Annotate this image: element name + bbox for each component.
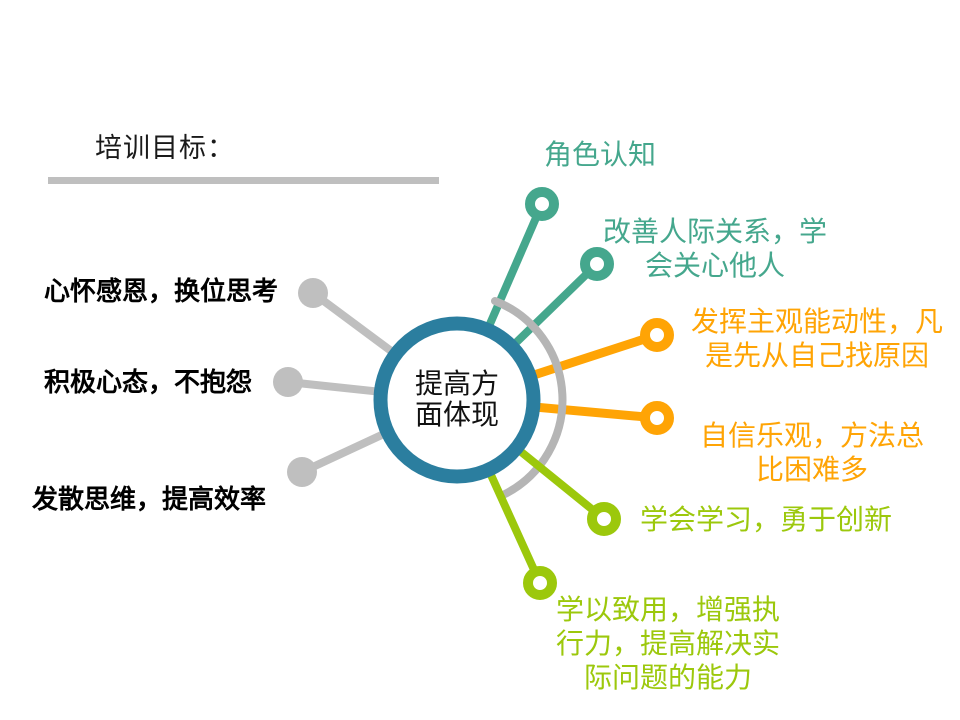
left-label-divergent-thinking: 发散思维，提高效率 — [32, 484, 267, 514]
right-label-learning-innovation: 学会学习，勇于创新 — [640, 505, 893, 536]
endpoint-teal-2 — [580, 247, 614, 281]
decor-arc — [491, 297, 567, 498]
endpoint-teal-1 — [525, 187, 559, 221]
right-label-application: 学以致用，增强执 行力，提高解决实 际问题的能力 — [555, 595, 780, 694]
endpoint-green-2 — [523, 566, 557, 600]
right-label-initiative: 发挥主观能动性，凡 是先从自己找原因 — [690, 307, 943, 372]
right-label-optimism: 自信乐观，方法总 比困难多 — [699, 421, 924, 486]
endpoint-green-1 — [587, 502, 621, 536]
endpoint-gray-2 — [273, 367, 303, 397]
endpoint-gray-1 — [298, 278, 328, 308]
endpoint-orange-1 — [640, 318, 674, 352]
center-hub-label: 提高方 面体现 — [414, 368, 499, 430]
right-label-relationships: 改善人际关系，学 会关心他人 — [602, 217, 827, 282]
left-label-positive-attitude: 积极心态，不抱怨 — [44, 367, 253, 397]
right-label-role-awareness: 角色认知 — [544, 140, 657, 171]
left-label-gratitude: 心怀感恩，换位思考 — [44, 276, 279, 306]
endpoint-gray-3 — [287, 457, 317, 487]
title-underline — [48, 177, 439, 184]
page-title: 培训目标： — [95, 133, 235, 163]
endpoint-orange-2 — [640, 401, 674, 435]
center-circle — [373, 316, 541, 484]
